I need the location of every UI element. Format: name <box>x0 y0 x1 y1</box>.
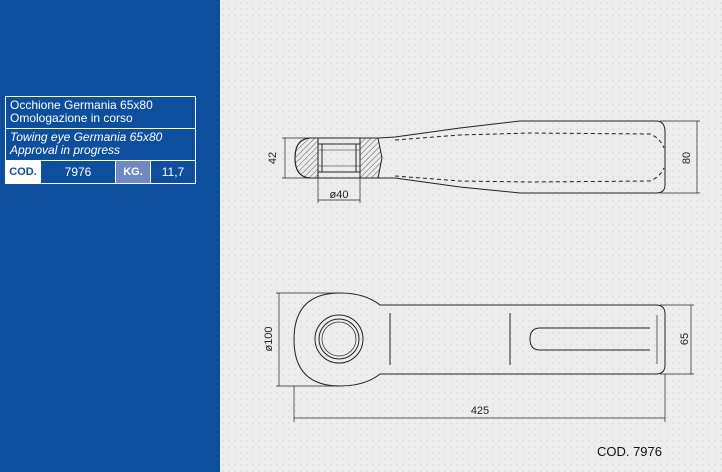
code-weight-row: COD. 7976 KG. 11,7 <box>6 161 195 183</box>
dim-bore-diameter: ø40 <box>330 189 349 201</box>
dim-height-side: 42 <box>267 152 279 164</box>
english-title: Towing eye Germania 65x80 Approval in pr… <box>6 129 195 161</box>
side-view-outline <box>294 120 666 194</box>
bore-section <box>317 143 361 173</box>
dim-total-length: 425 <box>471 405 489 417</box>
italian-title: Occhione Germania 65x80 Omologazione in … <box>6 97 195 129</box>
eye-outer-ring <box>314 314 364 364</box>
left-panel: Occhione Germania 65x80 Omologazione in … <box>0 0 220 472</box>
eye-inner-ring <box>318 318 360 360</box>
weight-value: 11,7 <box>161 165 185 179</box>
italian-title-line1: Occhione Germania 65x80 <box>10 98 153 112</box>
top-view <box>276 292 694 422</box>
product-info-box: Occhione Germania 65x80 Omologazione in … <box>5 96 196 184</box>
side-hidden-line-top <box>394 132 665 149</box>
section-hatch-left <box>294 137 319 179</box>
dim-height-end: 80 <box>681 152 693 164</box>
dim-width-end: 65 <box>679 333 691 345</box>
top-view-outline <box>293 292 666 387</box>
slot-groove <box>529 327 650 351</box>
section-hatch-right <box>359 137 383 179</box>
drawing-panel <box>220 0 722 472</box>
english-title-line2: Approval in progress <box>10 143 121 157</box>
weight-label: KG. <box>116 161 151 183</box>
english-title-line1: Towing eye Germania 65x80 <box>10 130 163 144</box>
dim-eye-diameter: ø100 <box>263 326 275 351</box>
italian-title-line2: Omologazione in corso <box>10 111 133 125</box>
side-view <box>282 120 700 203</box>
code-label: COD. <box>6 161 41 183</box>
footer-code: COD. 7976 <box>596 444 662 459</box>
side-hidden-line-bottom <box>394 167 665 183</box>
code-value: 7976 <box>41 161 116 183</box>
